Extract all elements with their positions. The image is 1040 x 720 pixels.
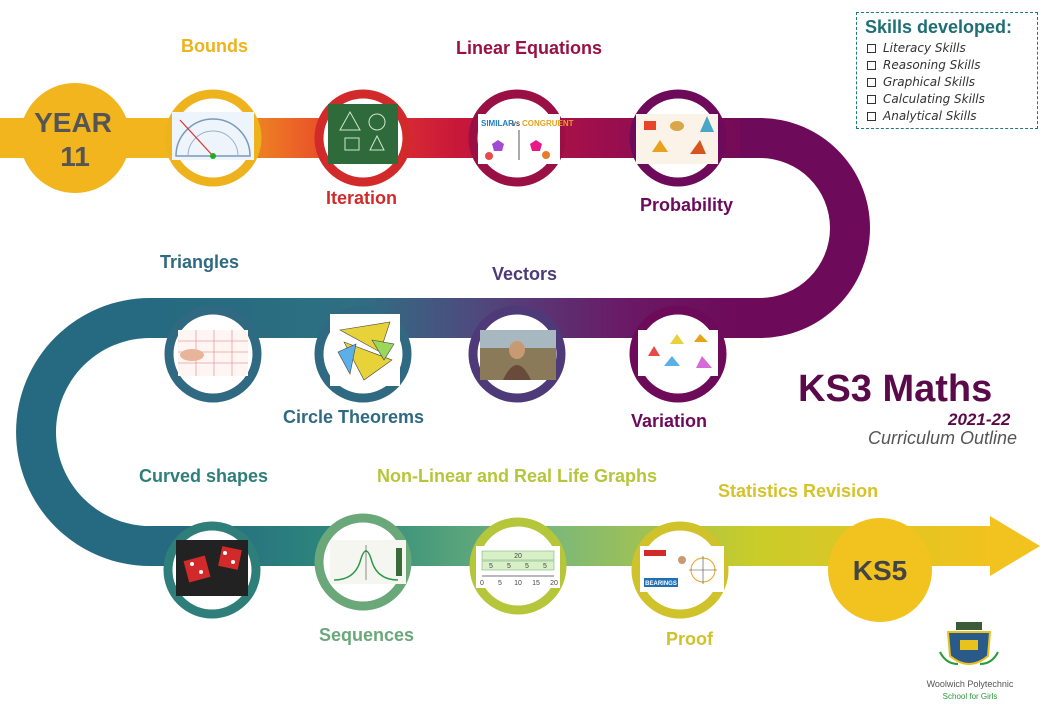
year-badge xyxy=(20,83,130,193)
skill-item: Calculating Skills xyxy=(867,91,1037,108)
dice-thumbnail xyxy=(176,540,248,596)
number-line-tick: 20 xyxy=(550,580,558,587)
number-line-thumbnail: 20 5 5 5 5 0 5 10 15 20 xyxy=(476,546,560,588)
checkbox-icon xyxy=(867,95,876,104)
painting-thumbnail xyxy=(480,330,556,380)
topic-label-vectors: Vectors xyxy=(492,264,558,284)
topic-node-vectors[interactable] xyxy=(468,305,566,403)
number-line-tick: 15 xyxy=(532,580,540,587)
skill-item: Reasoning Skills xyxy=(867,57,1037,74)
number-line-tick: 5 xyxy=(498,580,502,587)
triangles-thumbnail xyxy=(330,314,400,386)
checkbox-icon xyxy=(867,61,876,70)
similar-text: SIMILAR xyxy=(481,119,514,128)
skills-box: Skills developed: Literacy Skills Reason… xyxy=(856,12,1038,129)
topic-label-sequences: Sequences xyxy=(319,625,415,645)
page-title: KS3 Maths xyxy=(798,368,993,410)
topic-node-bounds[interactable] xyxy=(164,89,262,187)
protractor-thumbnail xyxy=(172,112,254,160)
page-subtitle: Curriculum Outline xyxy=(868,428,1018,448)
year-badge-line1: YEAR xyxy=(34,107,112,138)
bell-curve-thumbnail xyxy=(330,540,406,584)
topic-node-variation[interactable] xyxy=(629,305,727,403)
number-line-top: 20 xyxy=(514,553,522,560)
vs-text: VS xyxy=(512,122,520,128)
checkbox-icon xyxy=(867,44,876,53)
skills-list: Literacy Skills Reasoning Skills Graphic… xyxy=(857,40,1037,125)
academic-year: 2021-22 xyxy=(948,410,1011,429)
number-line-cell: 5 xyxy=(507,563,511,570)
bearings-text: BEARINGS xyxy=(645,581,677,587)
topic-node-iteration[interactable] xyxy=(314,89,412,187)
checkbox-icon xyxy=(867,78,876,87)
topic-label-triangles: Triangles xyxy=(160,252,240,272)
topic-label-iteration: Iteration xyxy=(326,188,398,208)
school-name: Woolwich Polytechnic xyxy=(926,679,1014,689)
topic-label-circle-theorems: Circle Theorems xyxy=(283,407,425,427)
similar-congruent-thumbnail: SIMILAR VS CONGRUENT xyxy=(478,114,574,164)
number-line-cell: 5 xyxy=(543,563,547,570)
number-line-tick: 0 xyxy=(480,580,484,587)
checkbox-icon xyxy=(867,112,876,121)
number-line-tick: 10 xyxy=(514,580,522,587)
road-arrowhead xyxy=(990,516,1040,576)
skill-item: Literacy Skills xyxy=(867,40,1037,57)
skill-item-label: Calculating Skills xyxy=(883,92,985,106)
skill-item-label: Analytical Skills xyxy=(883,109,977,123)
skill-item-label: Reasoning Skills xyxy=(883,58,981,72)
topic-node-curved-shapes[interactable] xyxy=(163,521,261,619)
topic-label-curved-shapes: Curved shapes xyxy=(139,466,269,486)
transformations-thumbnail xyxy=(638,330,718,376)
number-line-cell: 5 xyxy=(489,563,493,570)
topic-label-linear-equations: Linear Equations xyxy=(456,38,603,58)
topic-node-sequences[interactable] xyxy=(314,513,412,611)
ks5-badge xyxy=(828,518,932,622)
3d-shapes-thumbnail xyxy=(636,114,718,164)
bearings-thumbnail: BEARINGS xyxy=(640,546,724,592)
congruent-text: CONGRUENT xyxy=(522,119,574,128)
topic-label-bounds: Bounds xyxy=(181,36,248,56)
skill-item: Analytical Skills xyxy=(867,108,1037,125)
topic-node-triangles[interactable] xyxy=(164,305,262,403)
school-subname: School for Girls xyxy=(942,692,998,701)
number-line-cell: 5 xyxy=(525,563,529,570)
road-bend-right xyxy=(720,118,870,338)
topic-label-probability: Probability xyxy=(640,195,734,215)
topic-label-proof: Proof xyxy=(666,629,713,649)
skills-title: Skills developed: xyxy=(865,17,1013,37)
skill-item-label: Graphical Skills xyxy=(883,75,976,89)
worksheet-thumbnail xyxy=(178,330,248,376)
topic-label-non-linear-graphs: Non-Linear and Real Life Graphs xyxy=(377,466,658,486)
topic-label-variation: Variation xyxy=(631,411,708,431)
school-crest-logo xyxy=(939,622,999,665)
chalkboard-thumbnail xyxy=(328,104,398,164)
topic-node-non-linear-graphs[interactable]: 20 5 5 5 5 0 5 10 15 20 xyxy=(469,517,567,615)
topic-node-linear-equations[interactable]: SIMILAR VS CONGRUENT xyxy=(468,89,574,187)
road-bend-left xyxy=(16,298,201,566)
topic-label-statistics-revision: Statistics Revision xyxy=(718,481,879,501)
ks5-badge-label: KS5 xyxy=(853,555,907,586)
skill-item: Graphical Skills xyxy=(867,74,1037,91)
topic-node-proof[interactable]: BEARINGS xyxy=(631,521,729,619)
year-badge-line2: 11 xyxy=(60,141,90,172)
topic-node-circle-theorems[interactable] xyxy=(314,305,412,403)
topic-node-probability[interactable] xyxy=(629,89,727,187)
skill-item-label: Literacy Skills xyxy=(883,41,966,55)
